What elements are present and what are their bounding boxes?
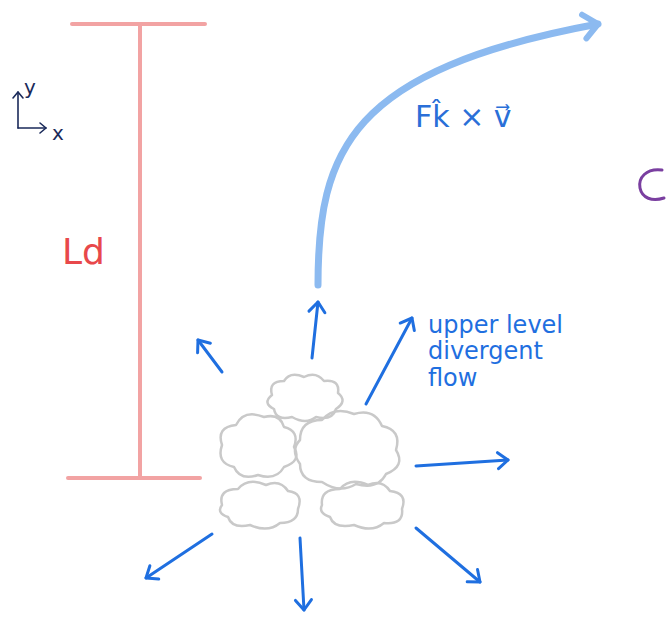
axis-label: x [52, 122, 64, 144]
force-label: Fk̂ × v⃗ [415, 100, 512, 133]
cut-off-mark [640, 170, 664, 200]
length-label: Ld [62, 232, 105, 272]
flow-note: upper level divergent flow [428, 312, 568, 391]
axis-label: y [24, 76, 36, 98]
deflected-flow [318, 24, 598, 285]
cloud-cluster [220, 375, 404, 529]
